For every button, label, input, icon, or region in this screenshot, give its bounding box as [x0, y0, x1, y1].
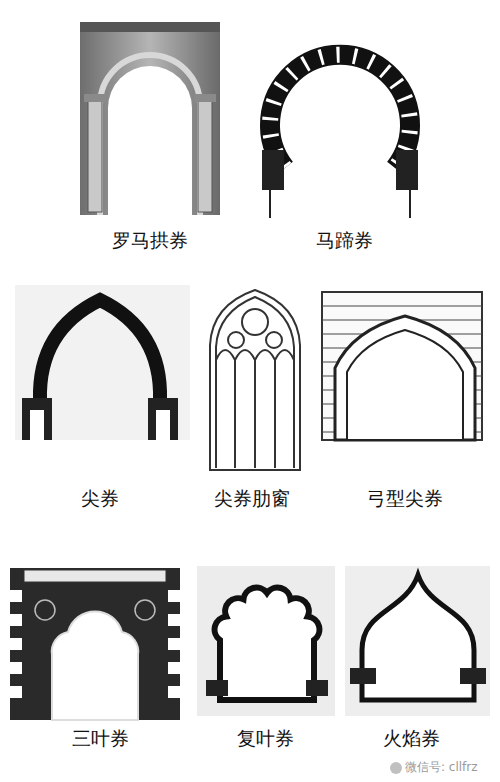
window-tracery-circle	[266, 332, 282, 348]
window-lancet-heads	[216, 350, 294, 360]
trefoil-opening	[52, 611, 139, 720]
segmental-pointed-arch-drawing	[322, 292, 482, 440]
roman-cornice	[80, 22, 220, 32]
pointed-arch-pier	[148, 398, 178, 440]
roman-arch-drawing	[80, 22, 220, 215]
trefoil-frieze	[24, 570, 166, 582]
roman-capital	[194, 94, 216, 102]
multifoil-arch-drawing	[197, 566, 335, 716]
roman-arch-opening	[108, 66, 192, 215]
multifoil-capital	[206, 680, 228, 696]
flame-opening	[362, 575, 474, 700]
arch-caption: 尖券	[81, 487, 119, 510]
horseshoe-joints	[270, 55, 410, 168]
segmental-arch-ring	[335, 316, 475, 440]
multifoil-wall	[197, 566, 335, 716]
roman-column	[88, 100, 102, 212]
multifoil-capital	[306, 680, 328, 696]
horseshoe-jamb	[409, 190, 411, 218]
window-inner-frame	[216, 297, 294, 468]
window-frame	[210, 290, 300, 470]
arch-caption: 罗马拱券	[112, 229, 188, 252]
window-mullion	[254, 360, 256, 468]
multifoil-opening	[215, 588, 320, 700]
flame-wall	[345, 566, 490, 716]
roman-arch-molding	[100, 55, 200, 215]
arch-caption: 火焰券	[383, 727, 440, 750]
window-mullion	[274, 360, 276, 468]
pointed-arch-pier-gap	[156, 410, 170, 440]
pointed-arch-pier-gap	[30, 410, 44, 440]
arch-caption: 弓型尖券	[367, 487, 443, 510]
trefoil-ornament	[35, 600, 55, 620]
flame-arch-drawing	[345, 566, 490, 716]
tracery-window-drawing	[210, 290, 300, 470]
pointed-arch-wall	[15, 285, 190, 440]
brick-wall	[322, 292, 482, 440]
roman-column	[198, 100, 212, 212]
horseshoe-voussoirs	[270, 55, 410, 168]
horseshoe-capital	[262, 150, 284, 190]
watermark-icon	[390, 762, 402, 774]
trefoil-frame	[10, 568, 180, 720]
trefoil-ornament	[135, 600, 155, 620]
pointed-arch-pier	[22, 398, 52, 440]
roman-arch-wall	[80, 22, 220, 215]
pointed-arch-drawing	[15, 285, 190, 440]
arch-caption: 三叶券	[72, 727, 129, 750]
arch-caption: 马蹄券	[316, 229, 373, 252]
window-mullion	[234, 360, 236, 468]
watermark: 微信号: cllfrz	[405, 760, 478, 774]
horseshoe-arch-drawing	[262, 55, 418, 218]
horseshoe-capital	[396, 150, 418, 190]
window-tracery-circle	[242, 309, 268, 335]
roman-capital	[84, 94, 106, 102]
pointed-arch-ring	[40, 300, 160, 400]
arch-caption: 复叶券	[237, 727, 294, 750]
flame-capital	[350, 668, 376, 684]
flame-capital	[460, 668, 486, 684]
window-tracery-circle	[228, 332, 244, 348]
trefoil-arch-drawing	[10, 568, 180, 720]
segmental-arch-opening	[347, 330, 463, 440]
arch-caption: 尖券肋窗	[214, 487, 290, 510]
horseshoe-jamb	[269, 190, 271, 218]
